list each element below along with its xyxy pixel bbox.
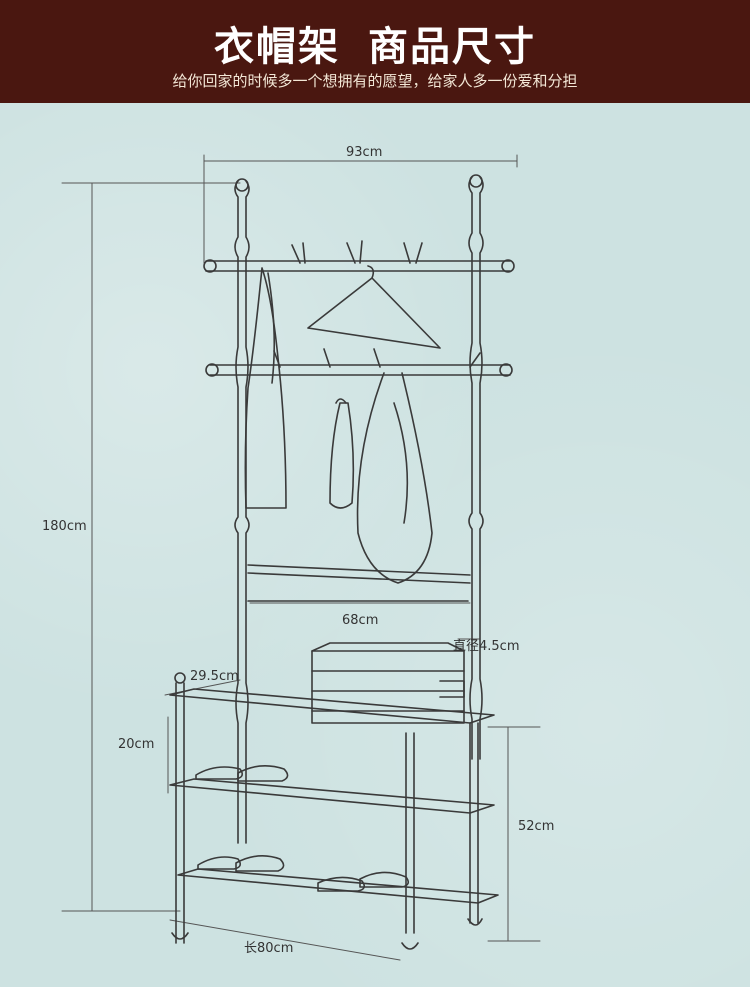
dim-bench-height: 52cm xyxy=(518,819,555,834)
hanger-sketch xyxy=(307,265,441,349)
top-rail xyxy=(203,240,515,273)
dim-inner-bar: 68cm xyxy=(342,613,379,628)
title-right: 商品尺寸 xyxy=(368,23,536,70)
dimension-lines xyxy=(61,154,541,961)
header-banner: 衣帽架商品尺寸 给你回家的时候多一个想拥有的愿望，给家人多一份爱和分担 xyxy=(0,0,750,103)
upright-posts xyxy=(234,174,484,844)
shoe-bench xyxy=(169,672,499,950)
coat-rack-sketch xyxy=(61,154,541,961)
page-title: 衣帽架商品尺寸 xyxy=(0,14,750,72)
dim-height-total: 180cm xyxy=(42,519,87,534)
title-left: 衣帽架 xyxy=(214,23,340,70)
dim-width-top: 93cm xyxy=(346,145,383,160)
cloth-sketch xyxy=(244,267,287,509)
umbrella-sketch xyxy=(329,398,355,509)
bag-sketch xyxy=(356,372,433,584)
dim-diameter: 直径4.5cm xyxy=(453,639,520,654)
dim-shelf-gap: 20cm xyxy=(118,737,155,752)
middle-rail xyxy=(205,348,513,377)
dim-depth: 29.5cm xyxy=(190,669,239,684)
page-subtitle: 给你回家的时候多一个想拥有的愿望，给家人多一份爱和分担 xyxy=(172,72,578,90)
lower-bars xyxy=(247,564,471,602)
dim-length: 长80cm xyxy=(244,941,294,956)
shoes-sketch xyxy=(195,765,410,892)
product-sketch-area: 93cm 180cm 68cm 直径4.5cm 29.5cm 20cm 52cm… xyxy=(0,103,750,987)
